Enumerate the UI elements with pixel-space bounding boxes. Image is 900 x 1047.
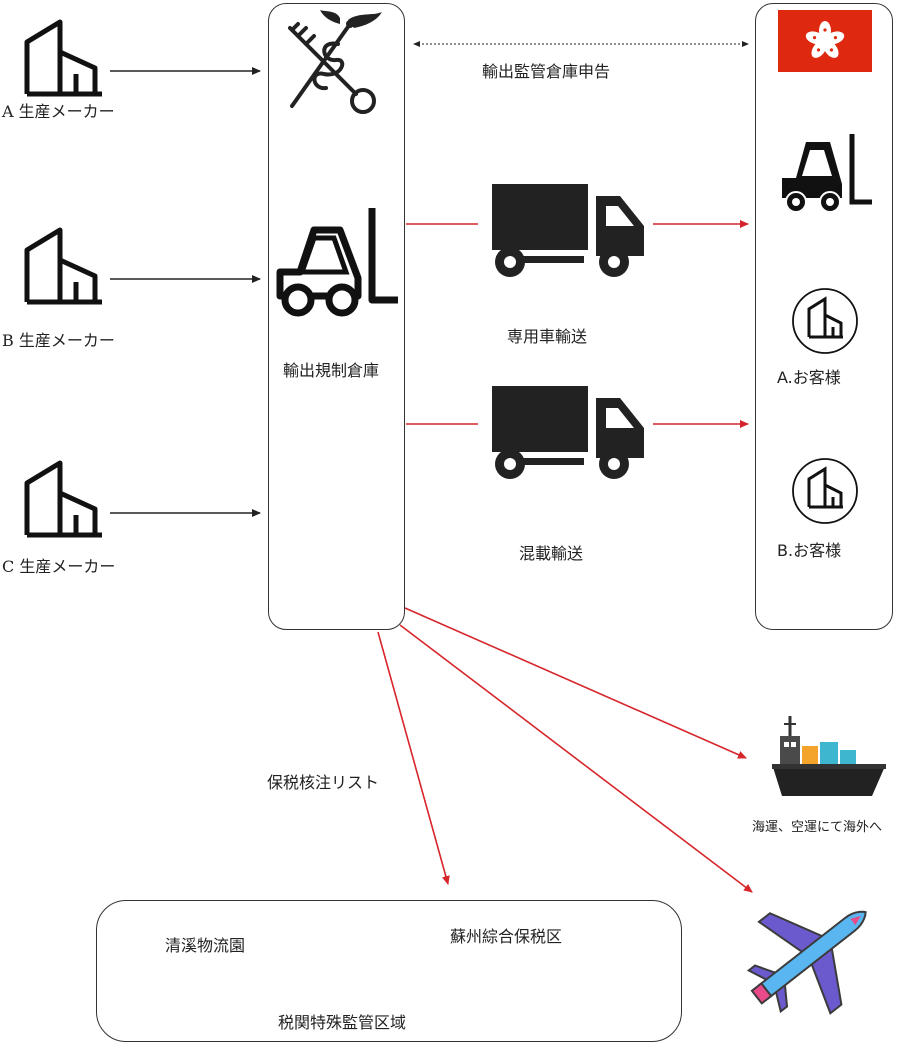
customs-emblem-icon — [288, 10, 382, 114]
dedicated-transport-label: 専用車輸送 — [507, 327, 588, 346]
maker-label-a: A 生産メーカー — [2, 98, 115, 122]
cargo-ship-icon — [772, 716, 886, 796]
maker-letter: A — [2, 102, 14, 121]
maker-letter: C — [2, 557, 15, 576]
forklift-icon — [782, 134, 872, 213]
maker-label-b: B 生産メーカー — [2, 327, 115, 351]
bonded-list-label: 保税核注リスト — [267, 773, 380, 792]
zone-left-label: 清溪物流園 — [165, 936, 246, 955]
special-zone-box — [96, 900, 682, 1042]
arrow-to-zone — [377, 631, 450, 885]
zone-title-label: 税関特殊監管区域 — [278, 1013, 407, 1032]
customer-b-label: B.お客様 — [777, 541, 842, 560]
factory-icon — [24, 227, 102, 305]
maker-label-c: C 生産メーカー — [2, 553, 115, 577]
factory-icon — [24, 460, 102, 538]
truck-icon — [492, 184, 644, 277]
arrow-to-ship — [404, 607, 747, 759]
maker-name: 生産メーカー — [19, 557, 116, 576]
hong-kong-flag-icon — [778, 10, 872, 72]
sea-air-label: 海運、空運にて海外へ — [752, 820, 883, 835]
warehouse-label: 輸出規制倉庫 — [283, 361, 380, 380]
declaration-label: 輸出監管倉庫申告 — [482, 62, 611, 81]
customer-a-label: A.お客様 — [777, 368, 841, 387]
customer-factory-icon — [792, 288, 858, 354]
customer-factory-icon — [792, 458, 858, 524]
airplane-icon — [746, 910, 867, 1015]
mixed-transport-label: 混載輸送 — [519, 544, 584, 563]
truck-icon — [492, 386, 644, 479]
maker-name: 生産メーカー — [18, 331, 115, 350]
factory-icon — [24, 19, 102, 97]
forklift-icon — [276, 208, 398, 317]
zone-right-label: 蘇州綜合保税区 — [450, 927, 563, 946]
maker-letter: B — [2, 331, 14, 350]
arrow-to-plane — [399, 624, 753, 893]
maker-name: 生産メーカー — [18, 102, 115, 121]
